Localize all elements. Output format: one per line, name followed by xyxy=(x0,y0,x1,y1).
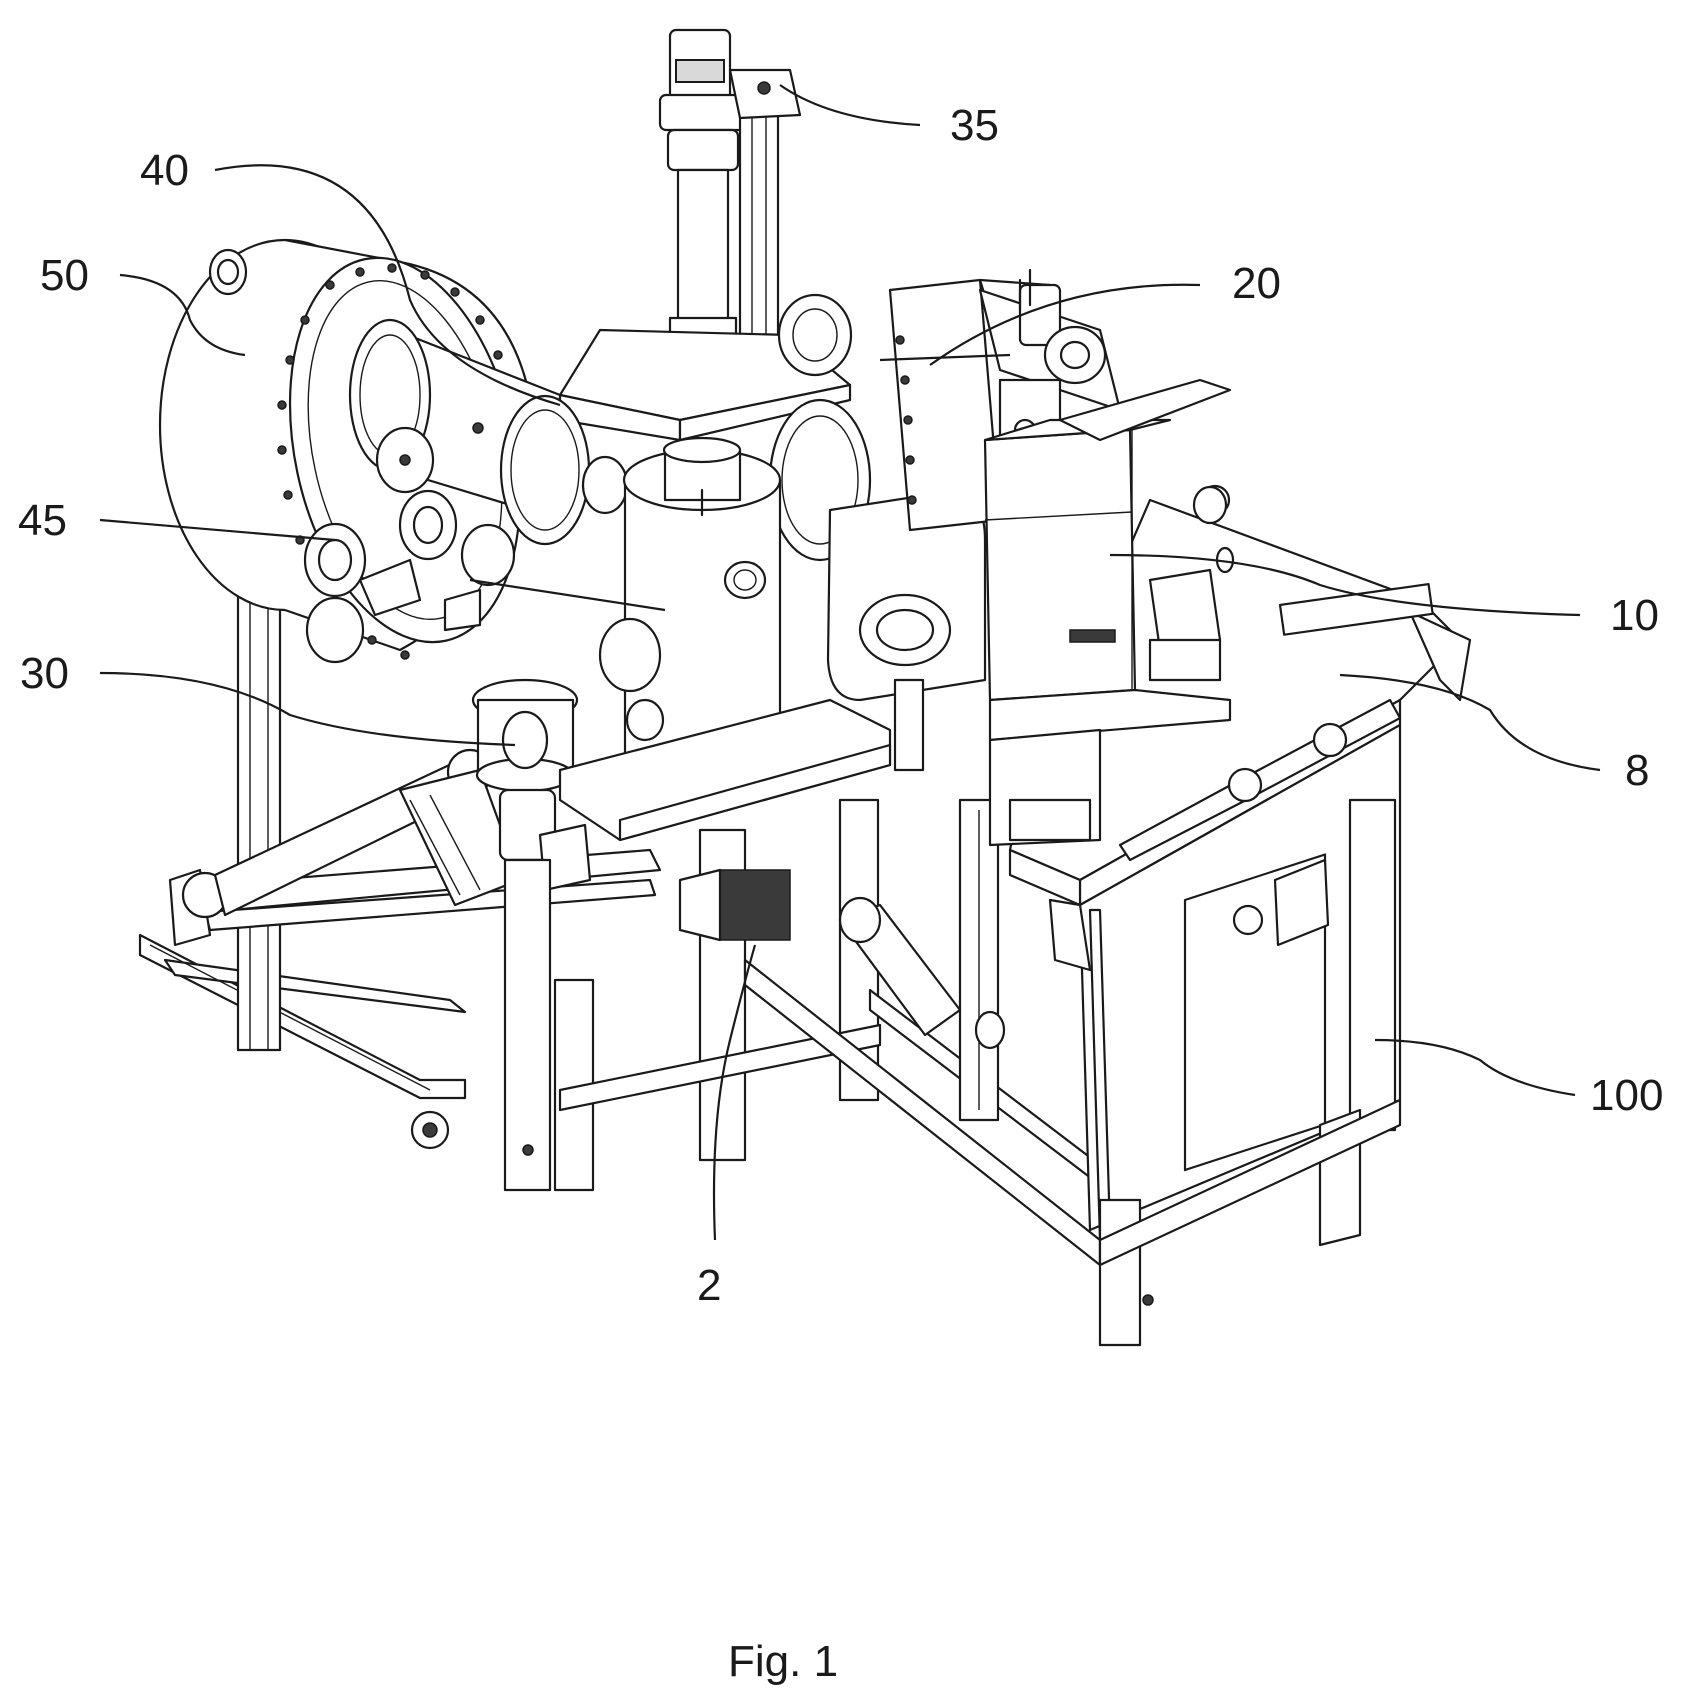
ref-30: 30 xyxy=(20,649,69,698)
ref-20: 20 xyxy=(1232,259,1281,308)
ref-40: 40 xyxy=(140,146,189,195)
ref-100: 100 xyxy=(1590,1071,1663,1120)
ref-2: 2 xyxy=(697,1261,721,1310)
leader-30 xyxy=(100,673,515,745)
leader-35 xyxy=(780,85,920,125)
ref-50: 50 xyxy=(40,251,89,300)
top-manipulator xyxy=(660,30,800,355)
ref-10: 10 xyxy=(1610,591,1659,640)
ref-45: 45 xyxy=(18,496,67,545)
ref-8: 8 xyxy=(1625,746,1649,795)
leader-100 xyxy=(1375,1040,1575,1095)
ref-35: 35 xyxy=(950,101,999,150)
figure-caption: Fig. 1 xyxy=(728,1637,838,1686)
